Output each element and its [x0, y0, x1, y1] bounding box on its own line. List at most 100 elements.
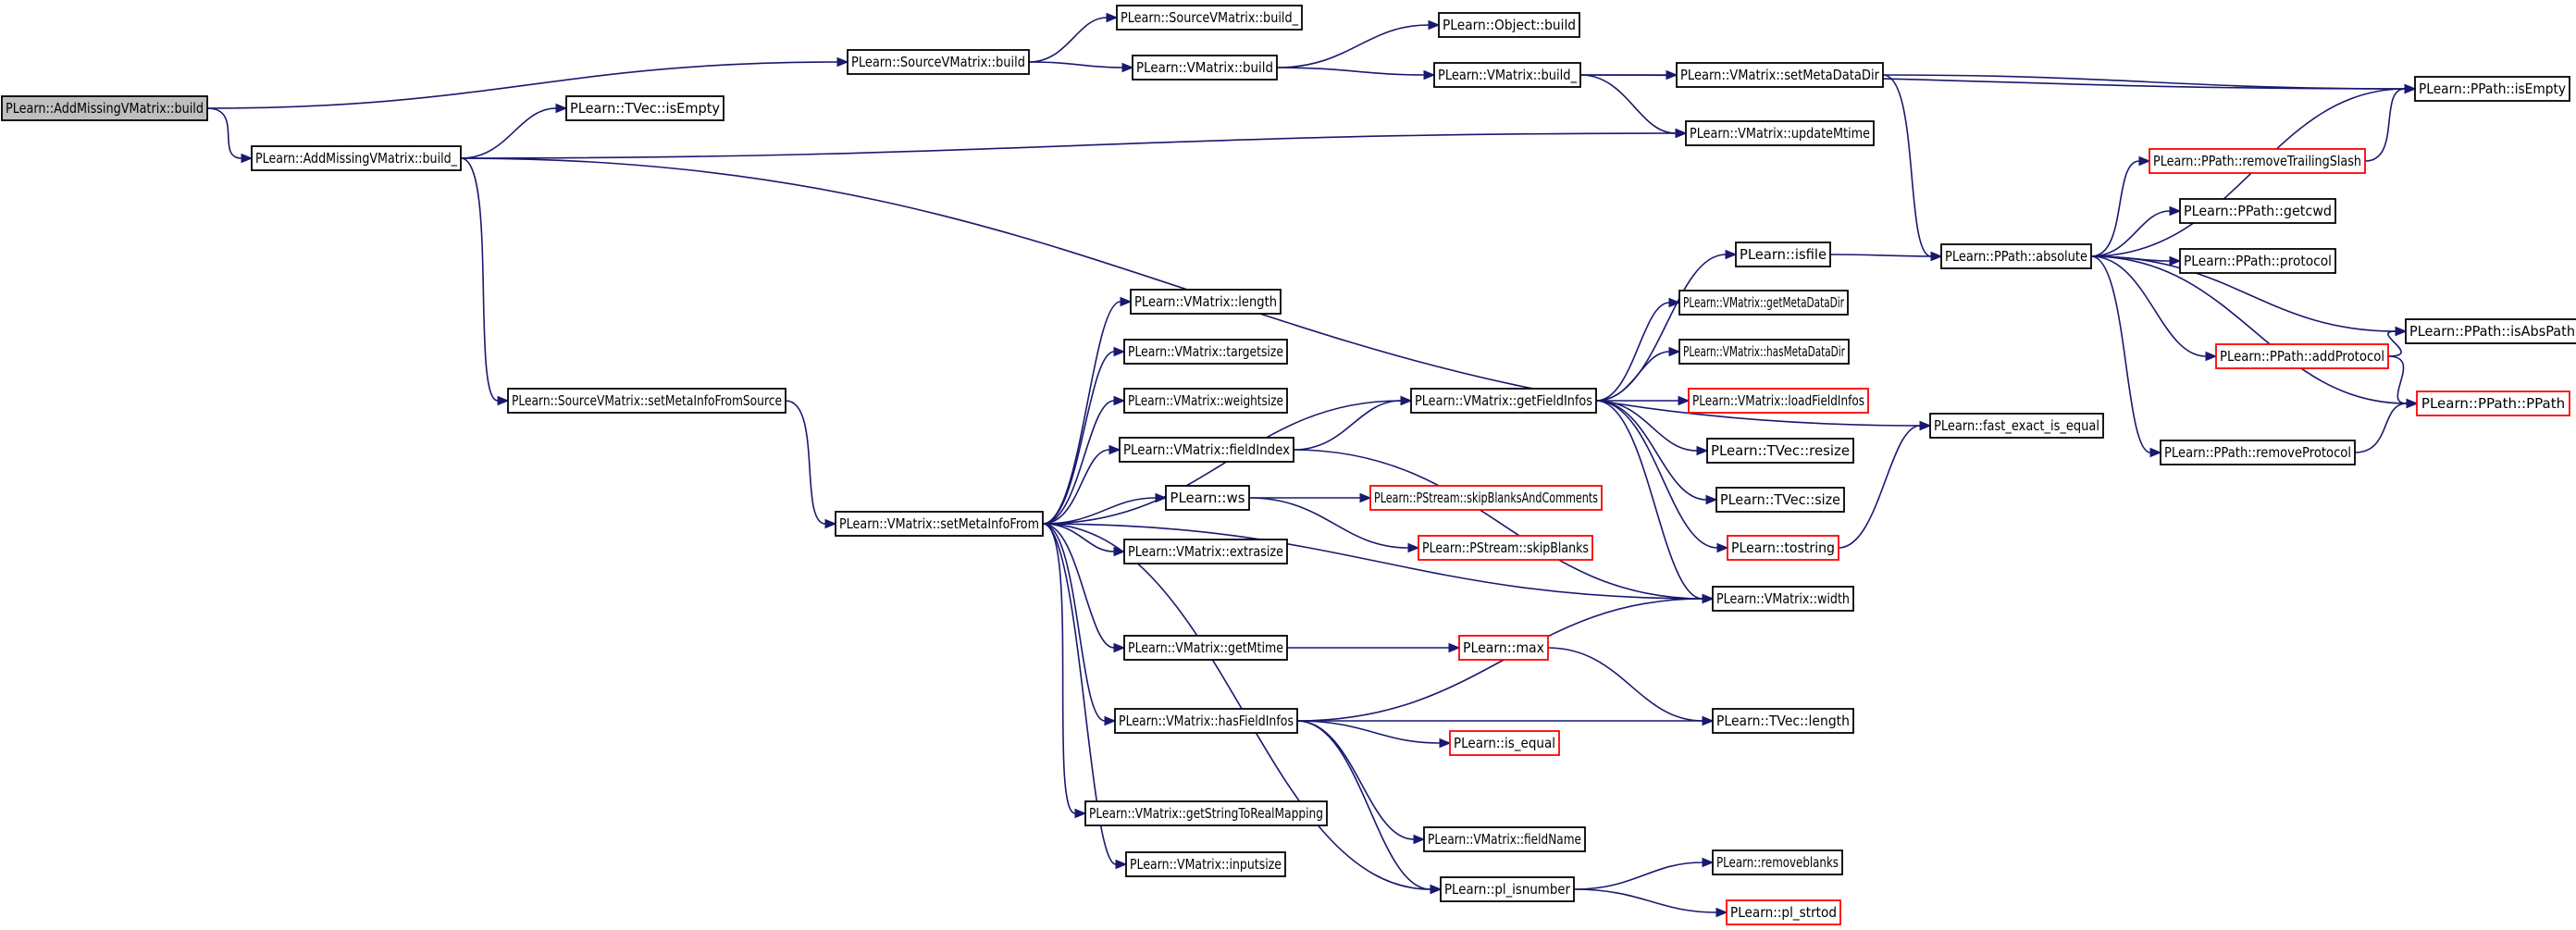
node-label: PLearn::VMatrix::fieldIndex	[1123, 441, 1290, 458]
node-plearn-addmissingvmatrix-build[interactable]: PLearn::AddMissingVMatrix::build	[1, 95, 208, 121]
arrowhead	[1423, 69, 1436, 81]
node-plearn-ppath-absolute[interactable]: PLearn::PPath::absolute	[1940, 243, 2092, 269]
node-plearn-ppath-getcwd[interactable]: PLearn::PPath::getcwd	[2179, 198, 2336, 224]
node-plearn-vmatrix-extrasize[interactable]: PLearn::VMatrix::extrasize	[1123, 539, 1288, 564]
edge-line	[1838, 425, 1921, 549]
arrowhead	[1705, 494, 1718, 505]
node-box	[1676, 62, 1884, 88]
node-plearn-tvec-size[interactable]: PLearn::TVec::size	[1715, 487, 1845, 513]
edge-line	[1042, 497, 1157, 525]
edge-n14-n26	[2090, 255, 2419, 409]
node-label: PLearn::tostring	[1731, 539, 1835, 556]
node-plearn-ppath-removeprotocol[interactable]: PLearn::PPath::removeProtocol	[2160, 440, 2356, 465]
node-label: PLearn::TVec::isEmpty	[570, 100, 720, 117]
arrowhead	[1113, 395, 1126, 406]
node-plearn-vmatrix-fieldindex[interactable]: PLearn::VMatrix::fieldIndex	[1119, 437, 1294, 463]
node-plearn-vmatrix-getfieldinfos[interactable]: PLearn::VMatrix::getFieldInfos	[1410, 388, 1597, 414]
edge-line	[1276, 67, 1425, 76]
node-plearn-vmatrix-loadfieldinfos[interactable]: PLearn::VMatrix::loadFieldInfos	[1688, 388, 1869, 414]
node-plearn-sourcevmatrix-setmetainfofromsource[interactable]: PLearn::SourceVMatrix::setMetaInfoFromSo…	[507, 388, 786, 414]
edge-line	[2090, 255, 2408, 404]
edge-n14-n21	[2090, 255, 2218, 362]
node-plearn-max[interactable]: PLearn::max	[1458, 635, 1549, 661]
node-label: PLearn::Object::build	[1443, 17, 1576, 33]
node-box	[1418, 535, 1593, 561]
node-label: PLearn::VMatrix::getMtime	[1128, 639, 1283, 656]
node-plearn-tvec-resize[interactable]: PLearn::TVec::resize	[1706, 438, 1854, 464]
edge-line	[1547, 647, 1703, 722]
node-box	[2160, 440, 2356, 465]
node-plearn-vmatrix-hasmetadatadir[interactable]: PLearn::VMatrix::hasMetaDataDir	[1678, 339, 1850, 365]
node-plearn-ppath-addprotocol[interactable]: PLearn::PPath::addProtocol	[2215, 343, 2389, 369]
arrowhead	[2169, 255, 2182, 267]
node-plearn-is-equal[interactable]: PLearn::is_equal	[1449, 730, 1560, 756]
edge-n1-n3	[1028, 12, 1119, 63]
node-box	[1123, 635, 1288, 661]
edge-n24-n36	[1595, 400, 1729, 553]
node-plearn-vmatrix-fieldname[interactable]: PLearn::VMatrix::fieldName	[1423, 826, 1586, 852]
node-plearn-fast-exact-is-equal[interactable]: PLearn::fast_exact_is_equal	[1929, 413, 2104, 439]
edge-line	[1882, 74, 1932, 257]
node-box	[1929, 413, 2104, 439]
node-plearn-ppath-removetrailingslash[interactable]: PLearn::PPath::removeTrailingSlash	[2149, 148, 2366, 174]
node-plearn-vmatrix-build[interactable]: PLearn::VMatrix::build	[1132, 55, 1278, 81]
arrowhead	[1668, 297, 1681, 308]
node-box	[1440, 876, 1575, 902]
node-plearn-vmatrix-setmetainfofrom[interactable]: PLearn::VMatrix::setMetaInfoFrom	[835, 511, 1044, 537]
arrowhead	[1113, 346, 1126, 357]
node-box	[1123, 388, 1288, 414]
edge-n41-n42	[1297, 715, 1715, 726]
node-box	[1685, 120, 1875, 146]
edge-n6-n9	[1579, 74, 1688, 139]
node-label: PLearn::VMatrix::setMetaDataDir	[1680, 67, 1880, 83]
arrowhead	[1104, 715, 1117, 726]
node-plearn-sourcevmatrix-build[interactable]: PLearn::SourceVMatrix::build	[847, 49, 1030, 75]
node-plearn-vmatrix-width[interactable]: PLearn::VMatrix::width	[1712, 586, 1854, 612]
node-plearn-ppath-isabspath[interactable]: PLearn::PPath::isAbsPath	[2405, 318, 2576, 344]
node-plearn-tvec-isempty[interactable]: PLearn::TVec::isEmpty	[565, 95, 724, 121]
node-label: PLearn::VMatrix::targetsize	[1128, 343, 1283, 360]
node-plearn-ws[interactable]: PLearn::ws	[1165, 485, 1250, 511]
arrowhead	[1120, 296, 1133, 307]
node-plearn-vmatrix-inputsize[interactable]: PLearn::VMatrix::inputsize	[1125, 851, 1286, 877]
node-plearn-pl-strtod[interactable]: PLearn::pl_strtod	[1726, 899, 1841, 925]
node-plearn-ppath-ppath[interactable]: PLearn::PPath::PPath	[2416, 391, 2570, 416]
node-plearn-sourcevmatrix-build[interactable]: PLearn::SourceVMatrix::build_	[1116, 5, 1303, 31]
node-box	[1116, 5, 1303, 31]
arrowhead	[1430, 884, 1443, 895]
edge-n4-n5	[1276, 19, 1441, 68]
node-plearn-isfile[interactable]: PLearn::isfile	[1735, 242, 1831, 267]
node-plearn-vmatrix-setmetadatadir[interactable]: PLearn::VMatrix::setMetaDataDir	[1676, 62, 1884, 88]
node-plearn-addmissingvmatrix-build[interactable]: PLearn::AddMissingVMatrix::build_	[251, 145, 462, 171]
node-plearn-object-build[interactable]: PLearn::Object::build	[1438, 12, 1580, 38]
node-plearn-vmatrix-getstringtorealmapping[interactable]: PLearn::VMatrix::getStringToRealMapping	[1084, 800, 1328, 826]
node-plearn-vmatrix-weightsize[interactable]: PLearn::VMatrix::weightsize	[1123, 388, 1288, 414]
edge-line	[1296, 720, 1441, 744]
node-plearn-vmatrix-build[interactable]: PLearn::VMatrix::build_	[1433, 62, 1581, 88]
arrowhead	[2406, 398, 2419, 409]
node-plearn-tostring[interactable]: PLearn::tostring	[1727, 535, 1839, 561]
node-plearn-vmatrix-hasfieldinfos[interactable]: PLearn::VMatrix::hasFieldInfos	[1114, 708, 1298, 734]
edge-line	[1042, 523, 1106, 722]
node-label: PLearn::SourceVMatrix::build	[851, 54, 1025, 70]
node-box	[1678, 339, 1850, 365]
node-plearn-tvec-length[interactable]: PLearn::TVec::length	[1712, 708, 1854, 734]
edge-line	[1595, 400, 1698, 452]
edge-n34-n22	[1042, 395, 1126, 525]
node-label: PLearn::ws	[1170, 490, 1245, 506]
node-plearn-pl-isnumber[interactable]: PLearn::pl_isnumber	[1440, 876, 1575, 902]
node-plearn-removeblanks[interactable]: PLearn::removeblanks	[1712, 849, 1843, 875]
edge-line	[1028, 17, 1108, 63]
node-plearn-ppath-protocol[interactable]: PLearn::PPath::protocol	[2179, 248, 2336, 274]
node-box	[1119, 437, 1294, 463]
node-plearn-vmatrix-getmetadatadir[interactable]: PLearn::VMatrix::getMetaDataDir	[1678, 290, 1849, 316]
edge-line	[1042, 301, 1121, 525]
node-plearn-ppath-isempty[interactable]: PLearn::PPath::isEmpty	[2414, 76, 2570, 102]
node-plearn-pstream-skipblanks[interactable]: PLearn::PStream::skipBlanks	[1418, 535, 1593, 561]
node-label: PLearn::VMatrix::length	[1134, 293, 1277, 310]
node-plearn-vmatrix-updatemtime[interactable]: PLearn::VMatrix::updateMtime	[1685, 120, 1875, 146]
node-plearn-vmatrix-length[interactable]: PLearn::VMatrix::length	[1130, 289, 1282, 315]
node-plearn-vmatrix-targetsize[interactable]: PLearn::VMatrix::targetsize	[1123, 339, 1288, 365]
node-plearn-pstream-skipblanksandcomments[interactable]: PLearn::PStream::skipBlanksAndComments	[1369, 485, 1603, 511]
node-plearn-vmatrix-getmtime[interactable]: PLearn::VMatrix::getMtime	[1123, 635, 1288, 661]
